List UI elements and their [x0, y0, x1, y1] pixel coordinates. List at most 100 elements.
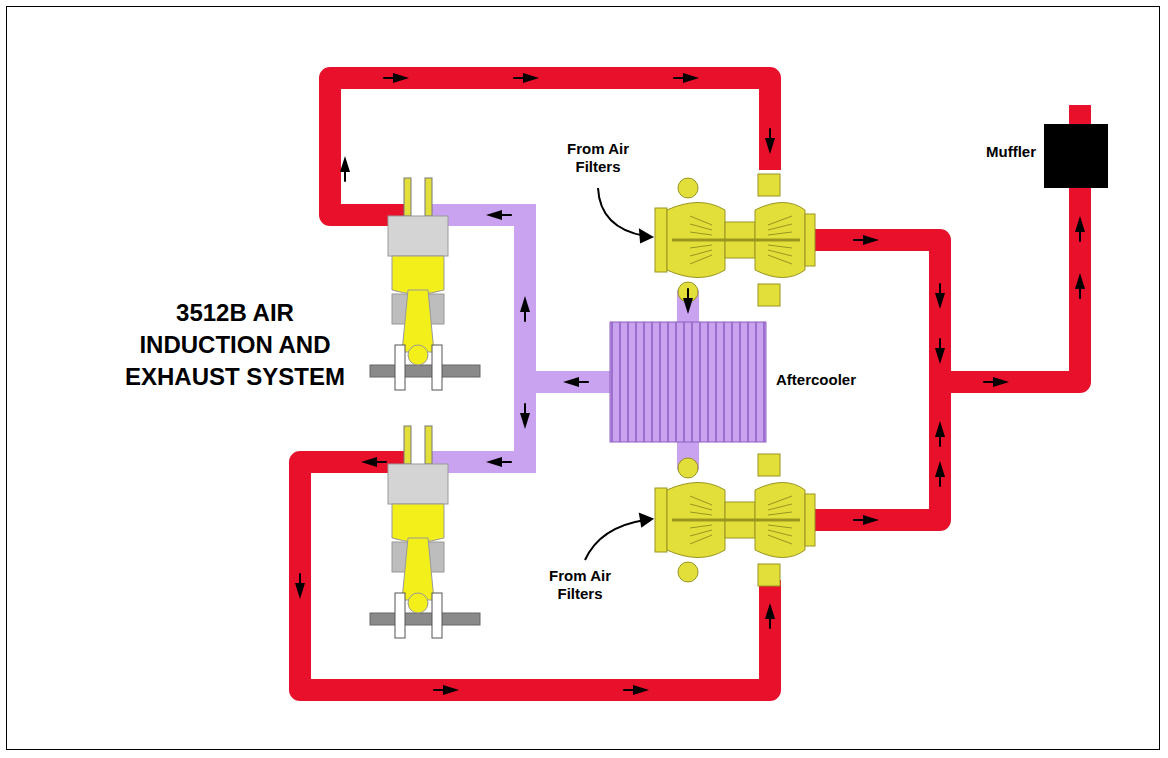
flow-arrow-tail: [433, 689, 443, 691]
exhaust-pipes: [300, 78, 1080, 690]
pointer-arrows: [585, 188, 652, 560]
flow-arrow: [993, 377, 1009, 387]
part-label: Aftercooler: [776, 371, 886, 389]
flow-arrow: [520, 413, 530, 429]
flow-arrow-tail: [939, 477, 941, 487]
turbo-shaft: [672, 239, 800, 242]
flow-arrow: [1075, 273, 1085, 289]
turbine-outlet: [805, 214, 815, 266]
crankshaft: [370, 365, 480, 377]
flow-arrow-tail: [939, 283, 941, 293]
crank-pin: [408, 593, 428, 613]
flow-arrow-tail: [939, 437, 941, 447]
turbo-inlet: [655, 208, 667, 272]
impeller-blade: [690, 255, 712, 264]
flow-arrow-tail: [383, 77, 393, 79]
turbine-blade: [768, 525, 792, 528]
turbine-blade: [768, 535, 792, 544]
impeller-blade: [690, 520, 712, 521]
flow-arrow-tail: [502, 461, 512, 463]
impeller-blade: [690, 496, 712, 505]
flow-arrow: [863, 235, 879, 245]
turbo-flange: [758, 454, 780, 476]
flow-arrow: [295, 583, 305, 599]
flow-arrow-tail: [1079, 232, 1081, 242]
flow-arrow: [765, 138, 775, 154]
piston: [392, 256, 444, 294]
turbine-outlet: [805, 494, 815, 546]
flow-arrow-tail: [939, 338, 941, 348]
flow-arrow-tail: [673, 77, 683, 79]
crank-web: [395, 593, 405, 638]
impeller-blade: [690, 240, 712, 241]
valve: [425, 178, 432, 216]
flow-arrow-tail: [377, 461, 387, 463]
flow-arrow-tail: [623, 689, 633, 691]
valve: [404, 178, 411, 216]
part-label: From Air Filters: [540, 567, 620, 603]
part-label: From Air Filters: [558, 140, 638, 176]
flow-arrow-tail: [983, 381, 993, 383]
turbo-port: [678, 178, 698, 198]
turbo-port: [678, 562, 698, 582]
cylinder-head: [388, 464, 448, 504]
flow-arrow-tail: [524, 312, 526, 322]
flow-arrow-tail: [853, 519, 863, 521]
flow-arrow: [765, 603, 775, 619]
valve: [404, 426, 411, 464]
turbo-flange: [758, 284, 780, 306]
aftercooler-core: [610, 322, 766, 442]
crank-web: [395, 345, 405, 390]
crank-web: [432, 345, 442, 390]
turbine-blade: [768, 496, 792, 505]
impeller-blade: [690, 525, 712, 528]
turbine-blade: [768, 232, 792, 235]
impeller-blade: [690, 224, 712, 230]
flow-arrow-tail: [344, 172, 346, 182]
turbine-blade: [768, 255, 792, 264]
flow-arrow: [935, 421, 945, 437]
turbine-blade: [768, 216, 792, 225]
turbine-blade: [768, 250, 792, 256]
impeller-blade: [690, 535, 712, 544]
turbine-blade: [768, 240, 792, 241]
flow-arrow: [523, 73, 539, 83]
impeller-blade: [690, 245, 712, 248]
impeller-blade: [690, 512, 712, 515]
flow-arrow: [935, 293, 945, 309]
turbo-flange: [758, 564, 780, 586]
flow-arrow: [683, 73, 699, 83]
impeller-blade: [690, 530, 712, 536]
piston: [392, 504, 444, 542]
turbo-inlet: [655, 488, 667, 552]
flow-arrow: [633, 685, 649, 695]
turbo-flange: [758, 174, 780, 196]
flow-arrow: [863, 515, 879, 525]
flow-arrow-tail: [502, 214, 512, 216]
turbine-blade: [768, 504, 792, 510]
cylinders: [370, 178, 480, 638]
turbo-shaft: [672, 519, 800, 522]
flow-arrow: [361, 457, 377, 467]
flow-arrow-tail: [769, 619, 771, 629]
turbine-blade: [768, 520, 792, 521]
flow-arrow-tail: [299, 573, 301, 583]
flow-arrow-tail: [524, 403, 526, 413]
flow-arrow-tail: [769, 128, 771, 138]
flow-arrows: [295, 73, 1085, 695]
flow-arrow: [683, 298, 693, 314]
turbine-blade: [768, 530, 792, 536]
turbine-blade: [768, 245, 792, 248]
part-label: Muffler: [956, 143, 1036, 161]
crankshaft: [370, 613, 480, 625]
turbine-blade: [768, 224, 792, 230]
muffler-box: [1044, 124, 1108, 188]
valve: [425, 426, 432, 464]
flow-arrow: [486, 457, 502, 467]
flow-arrow-tail: [853, 239, 863, 241]
flow-arrow: [340, 156, 350, 172]
flow-arrow: [935, 348, 945, 364]
flow-arrow-tail: [579, 381, 589, 383]
flow-arrow-tail: [687, 288, 689, 298]
